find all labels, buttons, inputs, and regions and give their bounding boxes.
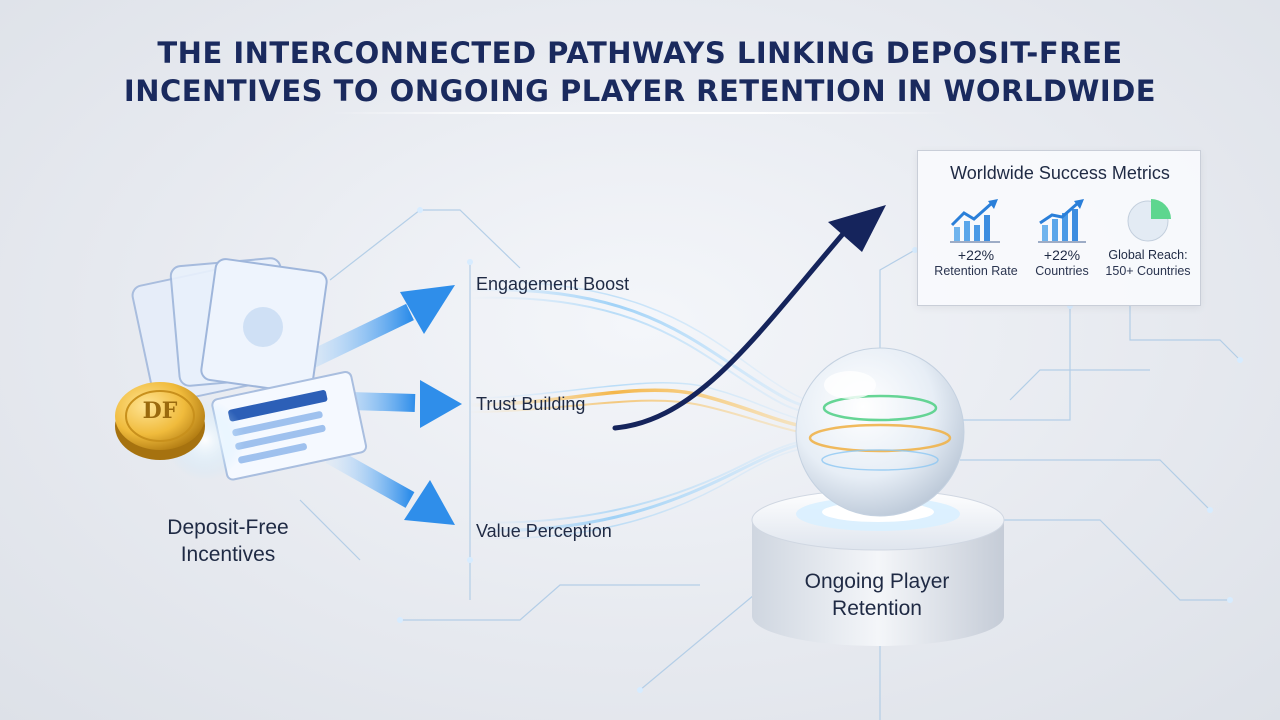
pathway-trust-label: Trust Building [476, 394, 586, 414]
df-coin-icon [115, 382, 205, 460]
metrics-title: Worldwide Success Metrics [950, 163, 1170, 183]
source-label-line-1: Deposit-Free [167, 516, 289, 539]
title-line-2: INCENTIVES TO ONGOING PLAYER RETENTION I… [123, 74, 1157, 108]
target-label: Ongoing Player Retention [752, 568, 1002, 622]
retention-sphere [795, 347, 965, 517]
trend-chart-icon [950, 199, 1000, 243]
arrow-to-value [325, 447, 455, 525]
title-line-1: THE INTERCONNECTED PATHWAYS LINKING DEPO… [157, 36, 1123, 70]
pedestal [751, 489, 1005, 646]
df-coin-label: DF [142, 398, 178, 424]
metric-global-reach: Global Reach: 150+ Countries [1102, 195, 1194, 279]
metric-retention-caption: Retention Rate [934, 264, 1018, 278]
voucher-ticket-icon [211, 371, 368, 481]
arrow-to-engagement [296, 285, 455, 374]
growth-arrow [612, 205, 886, 431]
source-label-line-2: Incentives [180, 543, 276, 566]
metric-global-reach-value: Global Reach: [1108, 248, 1188, 262]
pathway-engagement-label: Engagement Boost [476, 274, 630, 294]
source-label: Deposit-Free Incentives [128, 514, 328, 568]
card-stack-icon [131, 257, 328, 405]
metric-global-reach-caption: 150+ Countries [1105, 264, 1191, 278]
circuit-nodes [397, 207, 1243, 693]
metric-countries: +22% Countries [1016, 195, 1108, 279]
stream-trust [469, 382, 831, 436]
target-label-line-1: Ongoing Player [804, 570, 950, 593]
metric-countries-caption: Countries [1035, 264, 1089, 278]
circuit-lines [299, 209, 1241, 720]
metrics-panel: Worldwide Success Metrics +22% Retention… [917, 150, 1201, 306]
target-label-line-2: Retention [832, 597, 922, 620]
pathway-value-label: Value Perception [476, 521, 612, 541]
page-title: THE INTERCONNECTED PATHWAYS LINKING DEPO… [0, 34, 1280, 110]
metric-retention-value: +22% [957, 247, 995, 263]
bar-chart-icon [1038, 199, 1086, 243]
metric-retention-rate: +22% Retention Rate [930, 195, 1022, 279]
pie-chart-icon [1127, 199, 1171, 242]
metric-countries-value: +22% [1043, 247, 1081, 263]
title-underline [330, 112, 950, 114]
